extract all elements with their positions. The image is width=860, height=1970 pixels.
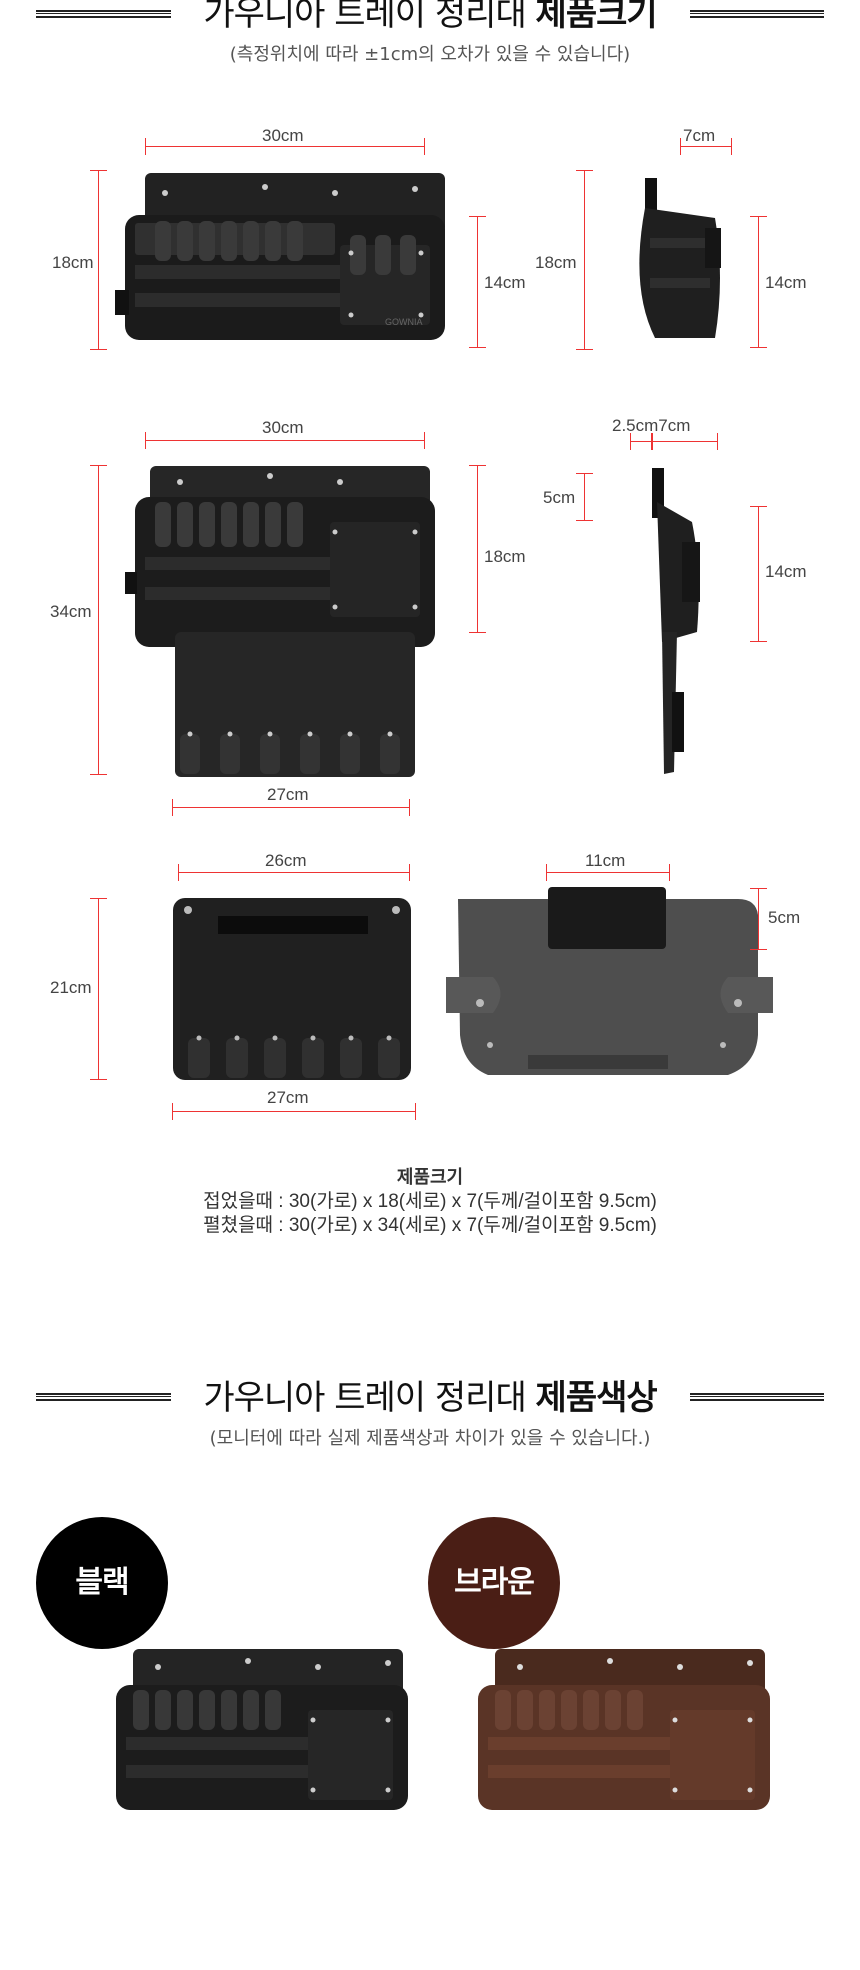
flap-inner-image — [173, 898, 411, 1080]
color-badge-black[interactable]: 블랙 — [36, 1517, 168, 1649]
size-section-title: 가우니아 트레이 정리대 제품크기 — [0, 0, 860, 34]
dim-label-row3-back-width: 11cm — [585, 851, 626, 870]
color-rule-right — [690, 1393, 824, 1401]
spec-title: 제품크기 — [396, 1167, 464, 1188]
bag-side-folded-image — [639, 178, 721, 338]
bag-black-image — [116, 1649, 408, 1810]
dim-label-row2-side-clip: 5cm — [543, 488, 576, 507]
color-badge-brown[interactable]: 브라운 — [428, 1517, 560, 1649]
dim-line-row2-side-clip — [576, 473, 593, 521]
dim-line-row2-height — [90, 465, 107, 775]
dim-label-row1-side-pocket: 14cm — [765, 273, 807, 292]
dim-label-row3-bottom: 27cm — [267, 1088, 309, 1107]
dim-line-row1-side-pocket — [750, 216, 767, 348]
color-title-bold: 제품색상 — [535, 1378, 658, 1418]
title-rule-left — [36, 10, 171, 18]
color-title-normal: 가우니아 트레이 정리대 — [203, 1378, 536, 1418]
color-badge-brown-label: 브라운 — [454, 1565, 535, 1600]
dim-label-row2-width: 30cm — [262, 418, 304, 437]
dim-label-row2-bottom: 27cm — [267, 785, 309, 804]
dim-label-row2-side-top: 2.5cm7cm — [612, 416, 691, 435]
spec-folded: 접었을때 : 30(가로) x 18(세로) x 7(두께/걸이포함 9.5cm… — [203, 1191, 657, 1212]
dim-line-row2-side-pocket — [750, 506, 767, 642]
color-section-title: 가우니아 트레이 정리대 제품색상 — [0, 1378, 860, 1418]
dim-line-row1-side-height — [576, 170, 593, 350]
dim-line-row3-bottom — [172, 1103, 416, 1120]
dim-label-row2-side-pocket: 14cm — [765, 562, 807, 581]
dim-label-row1-height: 18cm — [52, 253, 94, 272]
size-title-bold: 제품크기 — [535, 0, 658, 34]
dim-label-row3-width: 26cm — [265, 851, 307, 870]
spec-unfolded: 펼쳤을때 : 30(가로) x 34(세로) x 7(두께/걸이포함 9.5cm… — [203, 1215, 657, 1236]
dim-line-row1-pocket — [469, 216, 486, 348]
color-section-subtitle: (모니터에 따라 실제 제품색상과 차이가 있을 수 있습니다.) — [209, 1428, 651, 1449]
dim-line-row3-back-clip — [750, 888, 767, 950]
bag-brand-text: GOWNIA — [385, 317, 423, 327]
dim-label-row1-side-top: 7cm — [683, 126, 716, 145]
dim-label-row1-width: 30cm — [262, 126, 304, 145]
bag-brown-image — [478, 1649, 770, 1810]
dim-line-row2-side-a — [630, 433, 652, 450]
bag-side-unfolded-image — [652, 468, 700, 774]
dim-line-row1-width — [145, 138, 425, 155]
size-section-subtitle: (측정위치에 따라 ±1cm의 오차가 있을 수 있습니다) — [229, 44, 631, 65]
dim-line-row3-back-width — [546, 864, 670, 881]
bag-front-unfolded-image — [125, 466, 435, 777]
back-panel-image — [446, 887, 773, 1075]
dim-label-row2-pocket: 18cm — [484, 547, 526, 566]
dim-label-row3-back-clip: 5cm — [768, 908, 801, 927]
dim-line-row2-width — [145, 432, 425, 449]
color-rule-left — [36, 1393, 171, 1401]
title-rule-right — [690, 10, 824, 18]
dim-label-row1-side-height: 18cm — [535, 253, 577, 272]
dim-label-row3-height: 21cm — [50, 978, 92, 997]
color-badge-black-label: 블랙 — [75, 1565, 129, 1600]
dim-line-row2-side-b — [652, 433, 718, 450]
bag-front-folded-image: GOWNIA — [115, 173, 445, 340]
dim-line-row2-pocket — [469, 465, 486, 633]
dim-line-row2-bottom — [172, 799, 410, 816]
dim-line-row1-height — [90, 170, 107, 350]
dim-label-row2-height: 34cm — [50, 602, 92, 621]
dim-label-row1-pocket: 14cm — [484, 273, 526, 292]
dim-line-row1-side-top — [680, 138, 732, 155]
size-title-normal: 가우니아 트레이 정리대 — [203, 0, 536, 34]
dim-line-row3-height — [90, 898, 107, 1080]
spec-caption: 제품크기 접었을때 : 30(가로) x 18(세로) x 7(두께/걸이포함 … — [0, 1166, 860, 1238]
dim-line-row3-width — [178, 864, 410, 881]
